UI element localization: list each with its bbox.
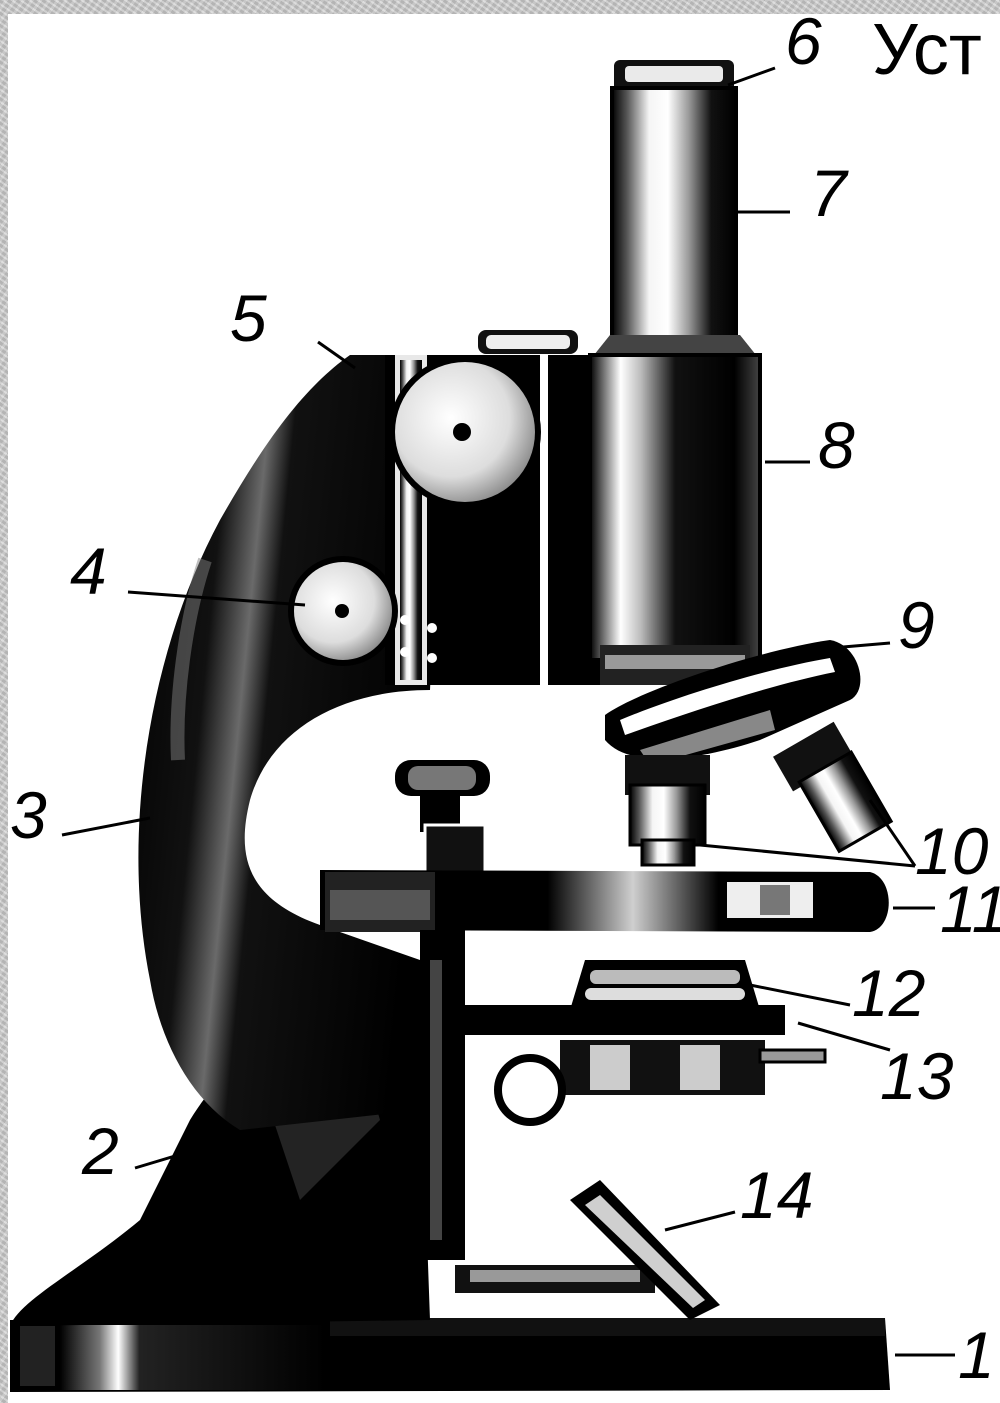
- leader-12: [749, 983, 851, 1007]
- revolving-nosepiece: [605, 640, 861, 765]
- label-5: 5: [230, 281, 267, 355]
- leader-lines: [61, 66, 955, 1357]
- label-13: 13: [880, 1039, 954, 1113]
- leader-14: [664, 1210, 736, 1232]
- label-6: 6: [785, 4, 822, 78]
- eyepiece: [590, 60, 760, 360]
- label-4: 4: [70, 534, 107, 608]
- leader-6: [727, 66, 776, 87]
- label-3: 3: [10, 778, 47, 852]
- label-2: 2: [82, 1114, 119, 1188]
- leader-9: [842, 641, 891, 649]
- stage: [320, 870, 889, 932]
- label-8: 8: [818, 408, 855, 482]
- leader-2: [134, 1136, 236, 1170]
- base: [10, 1318, 890, 1392]
- arm: [138, 355, 445, 1130]
- objective-front: [625, 755, 710, 867]
- leader-10a: [699, 843, 916, 868]
- label-14: 14: [740, 1158, 814, 1232]
- leader-10b: [868, 799, 917, 867]
- leader-4: [127, 590, 306, 607]
- diaphragm: [460, 1005, 827, 1126]
- fine-focus-knob: [288, 556, 398, 666]
- leader-13: [797, 1021, 891, 1052]
- leader-3: [61, 816, 151, 837]
- objective-side: [773, 721, 894, 854]
- stage-clip: [395, 760, 490, 882]
- body-tube: [588, 353, 762, 685]
- coarse-focus-knob: [389, 356, 541, 508]
- label-7: 7: [810, 156, 847, 230]
- condenser: [570, 960, 760, 1010]
- top-screw: [478, 330, 578, 354]
- label-1: 1: [958, 1318, 995, 1392]
- page-title: Уст: [872, 10, 982, 90]
- label-10: 10: [915, 814, 989, 888]
- stage-support: [420, 930, 465, 1260]
- label-12: 12: [852, 956, 926, 1030]
- label-11: 11: [940, 872, 1000, 946]
- label-9: 9: [898, 588, 935, 662]
- leader-5: [317, 340, 356, 370]
- mirror: [455, 1180, 720, 1320]
